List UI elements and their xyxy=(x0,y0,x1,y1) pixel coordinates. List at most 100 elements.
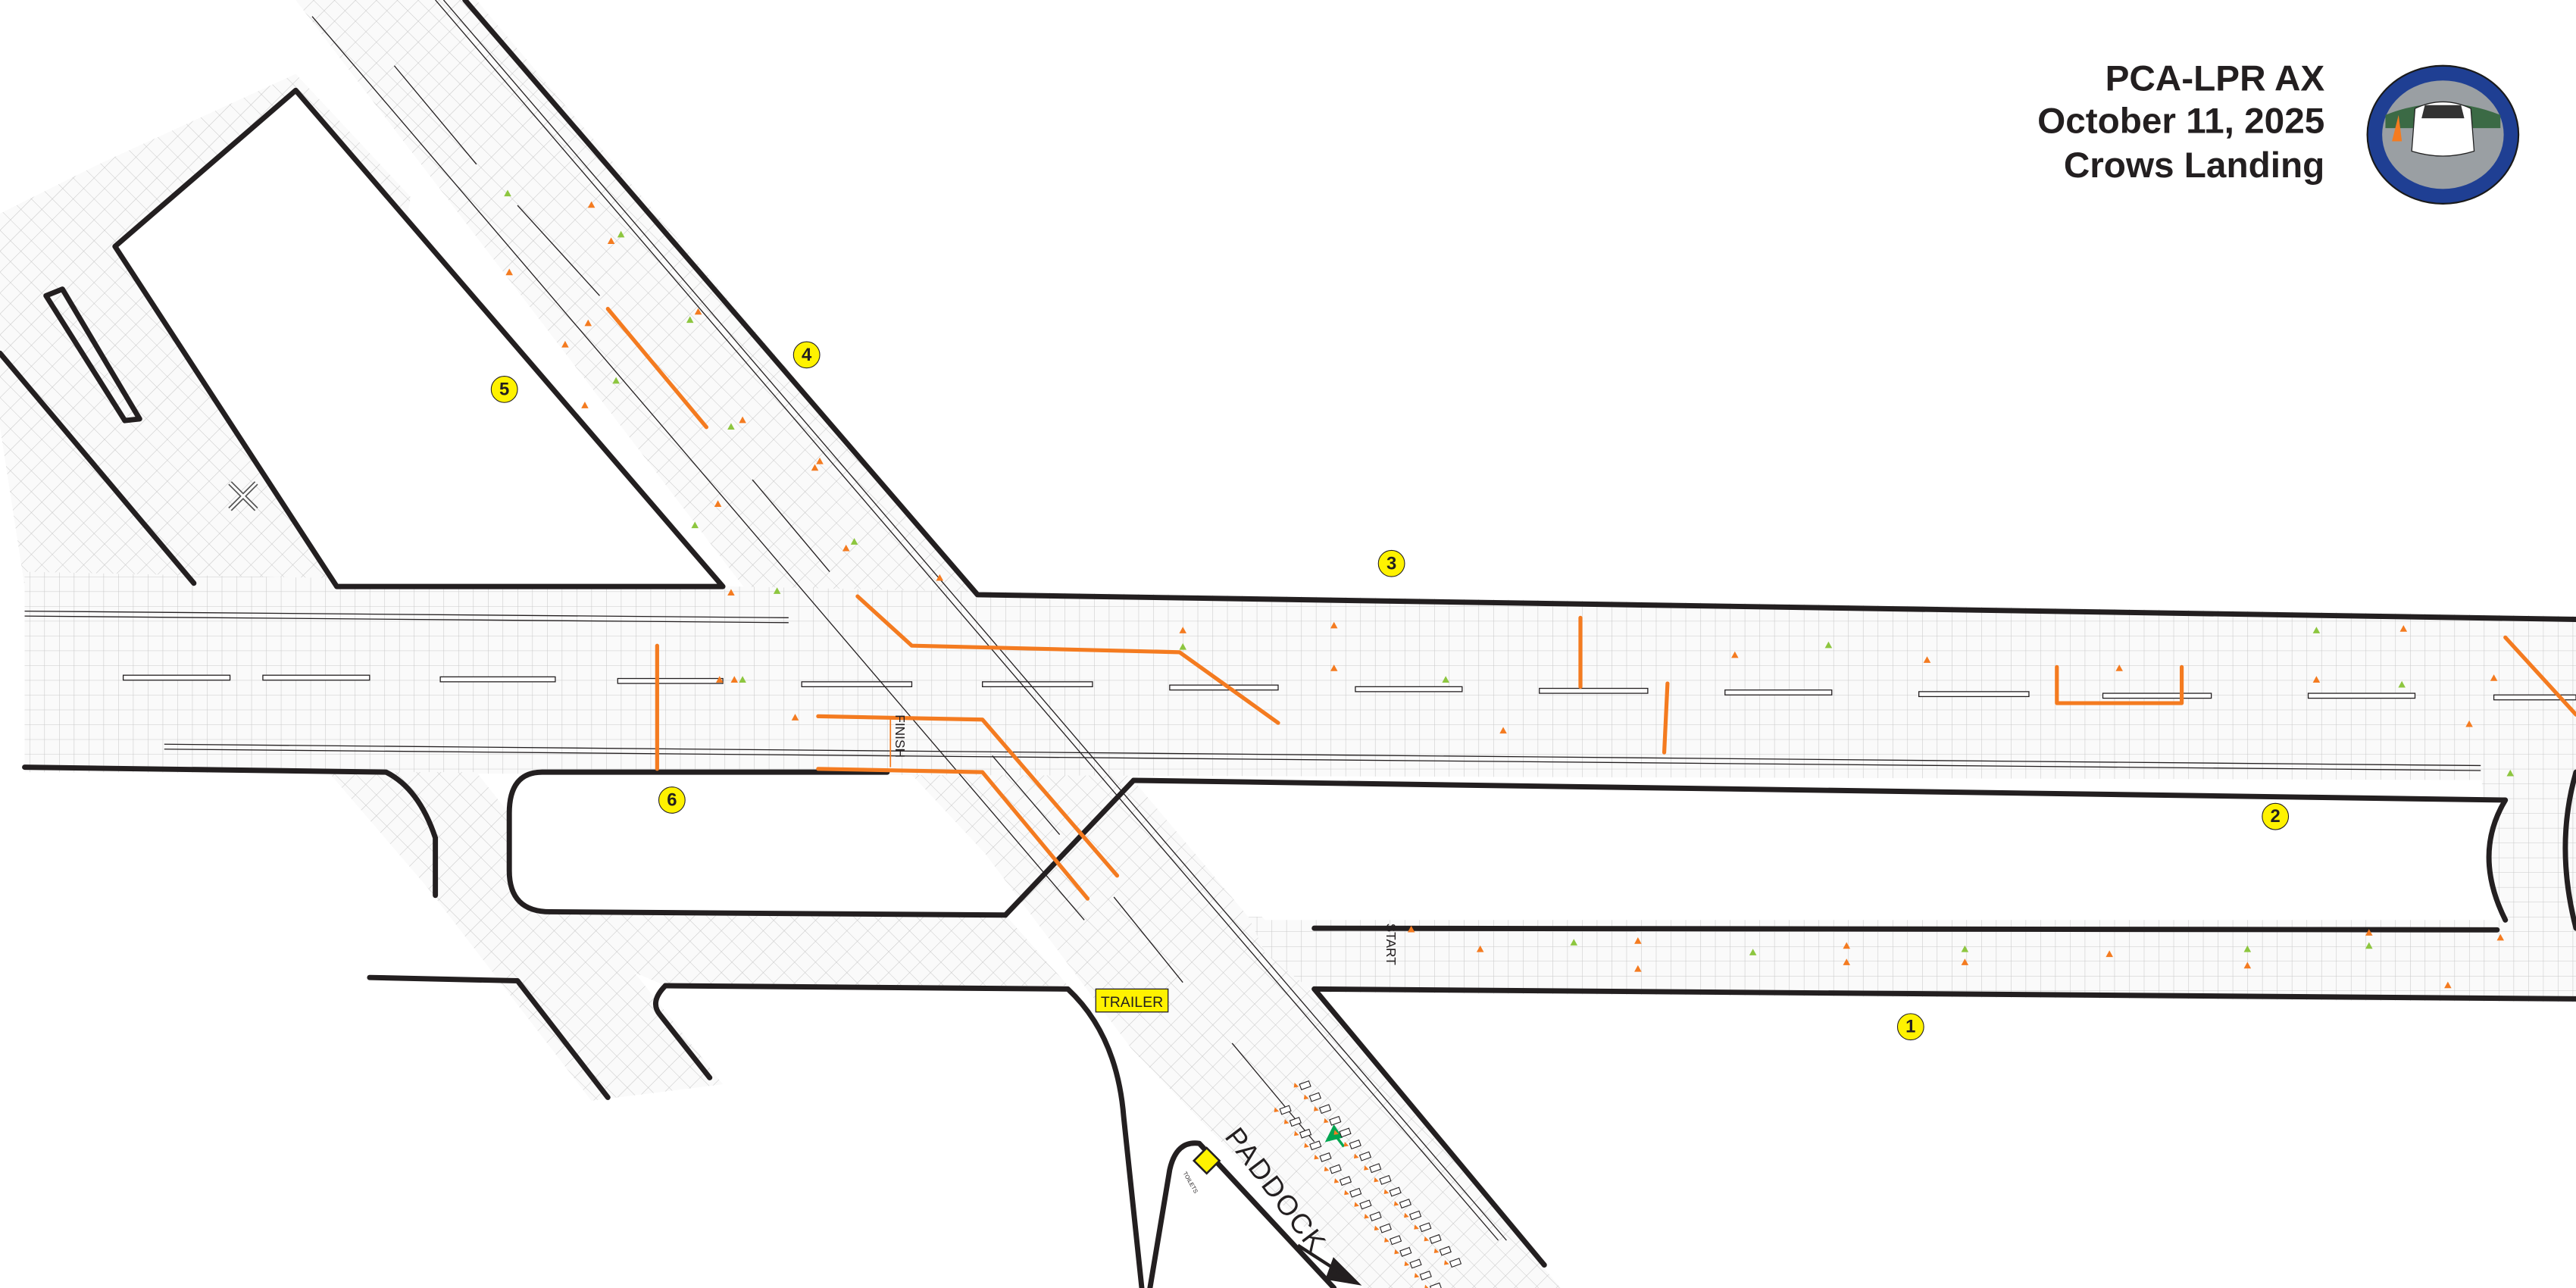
cone-icon xyxy=(1343,1142,1349,1147)
cone-icon xyxy=(2312,627,2321,633)
cone-icon xyxy=(1314,1154,1319,1160)
lower-left-taxiway xyxy=(328,772,724,1101)
paddock-stall xyxy=(1429,1233,1442,1244)
cone-icon xyxy=(2444,981,2452,989)
svg-text:1: 1 xyxy=(1905,1017,1915,1037)
course-marker-5: 5 xyxy=(490,376,518,403)
cone-icon xyxy=(2106,950,2113,958)
cone-icon xyxy=(587,201,596,208)
cone-icon xyxy=(2312,676,2321,683)
paddock-stall xyxy=(1349,1187,1362,1198)
cone-icon xyxy=(1330,664,1338,671)
trailer-label: TRAILER xyxy=(1095,988,1169,1013)
svg-text:4: 4 xyxy=(802,345,812,365)
svg-text:2: 2 xyxy=(2271,806,2281,827)
cone-icon xyxy=(504,189,511,197)
cone-icon xyxy=(1634,937,1642,944)
cone-icon xyxy=(2465,720,2473,727)
paddock-stall xyxy=(1409,1258,1422,1269)
cone-icon xyxy=(2496,933,2505,941)
course-marker-6: 6 xyxy=(658,786,686,814)
paddock-stall xyxy=(1379,1174,1392,1185)
paddock-stall xyxy=(1359,1199,1372,1210)
cone-icon xyxy=(1443,1260,1449,1265)
course-marker-1: 1 xyxy=(1896,1013,1924,1041)
cone-icon xyxy=(2243,945,2252,952)
start-taxiway xyxy=(1248,916,2576,1002)
cone-icon xyxy=(1333,1178,1340,1183)
cone-icon xyxy=(1293,1082,1299,1088)
cone-icon xyxy=(727,423,735,430)
paddock-stall xyxy=(1408,1210,1422,1221)
cone-icon xyxy=(2243,961,2252,969)
cone-icon xyxy=(2506,769,2515,777)
cone-icon xyxy=(607,237,615,245)
paddock-stall xyxy=(1309,1140,1322,1151)
svg-text:3: 3 xyxy=(1386,553,1396,574)
svg-text:6: 6 xyxy=(667,789,677,810)
cone-icon xyxy=(1843,958,1851,965)
paddock-stall xyxy=(1329,1115,1342,1126)
paddock-stall xyxy=(1279,1105,1292,1115)
cone-icon xyxy=(1424,1236,1430,1242)
cone-icon xyxy=(2365,929,2373,936)
cone-icon xyxy=(1499,727,1507,734)
cone-icon xyxy=(1634,964,1642,972)
cone-icon xyxy=(1364,1165,1369,1171)
cone-icon xyxy=(1324,1118,1329,1124)
cone-icon xyxy=(1330,621,1338,629)
cone-icon xyxy=(2115,664,2123,671)
paddock-stall xyxy=(1358,1151,1372,1161)
paddock-arrow-icon xyxy=(1296,1243,1362,1286)
cone-icon xyxy=(1570,939,1578,946)
cone-icon xyxy=(2490,674,2498,681)
toilets-icon: TOILETS xyxy=(1181,1146,1221,1194)
cone-icon xyxy=(1274,1107,1280,1112)
lower-apron xyxy=(492,911,1068,986)
cone-icon xyxy=(1374,1177,1379,1183)
cone-icon xyxy=(1383,1189,1390,1194)
cone-icon xyxy=(936,574,944,581)
cone-icon xyxy=(581,402,589,408)
cones xyxy=(504,189,2515,989)
cone-icon xyxy=(1179,642,1186,650)
paddock-stall xyxy=(1299,1128,1312,1139)
paddock-stall xyxy=(1319,1152,1332,1162)
cone-icon xyxy=(1394,1249,1399,1255)
cone-icon xyxy=(2399,625,2408,632)
cone-icon xyxy=(850,538,858,545)
cone-icon xyxy=(1843,942,1851,949)
cone-icon xyxy=(1923,656,1931,663)
cone-icon xyxy=(1407,925,1415,933)
paddock-stalls xyxy=(1274,1080,1462,1288)
cone-icon xyxy=(1333,1130,1340,1135)
paddock-stall xyxy=(1329,1164,1342,1174)
cone-icon xyxy=(1314,1106,1319,1111)
cone-icon xyxy=(739,676,746,683)
event-title: PCA-LPR AX xyxy=(2106,58,2325,98)
pca-autocross-logo xyxy=(2366,64,2520,205)
cone-icon xyxy=(1303,1094,1309,1100)
event-location: Crows Landing xyxy=(2064,145,2324,186)
cone-icon xyxy=(1824,641,1833,649)
cone-icon xyxy=(842,544,850,552)
cone-icon xyxy=(505,268,513,276)
cone-icon xyxy=(1393,1201,1399,1206)
cone-icon xyxy=(811,464,819,471)
svg-text:5: 5 xyxy=(499,379,509,399)
course-marker-2: 2 xyxy=(2262,802,2290,830)
cone-icon xyxy=(1731,651,1739,658)
cone-icon xyxy=(694,308,702,315)
paddock-stall xyxy=(1449,1258,1462,1268)
cone-icon xyxy=(1294,1130,1299,1136)
cone-icon xyxy=(1749,949,1757,955)
cone-icon xyxy=(1404,1212,1409,1218)
cone-icon xyxy=(1961,958,1969,965)
paddock-stall xyxy=(1369,1211,1382,1221)
cone-icon xyxy=(773,587,781,594)
paddock-stall xyxy=(1369,1163,1382,1174)
closed-x-mark xyxy=(228,481,258,511)
paddock-stall xyxy=(1349,1140,1361,1150)
cone-icon xyxy=(1353,1153,1359,1159)
